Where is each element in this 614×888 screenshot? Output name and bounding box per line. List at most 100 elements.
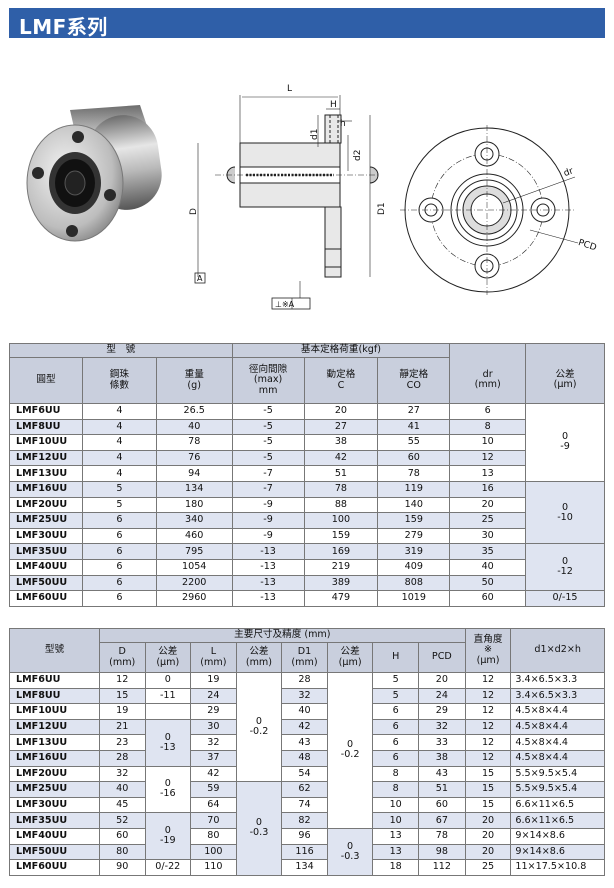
front-view-drawing [400, 125, 579, 295]
side-section-drawing [194, 95, 380, 310]
dimension-table: 型號 主要尺寸及精度 (mm) 直角度※(μm) d1×d2×h D(mm) 公… [9, 628, 605, 876]
series-title: LMF系列 [19, 15, 108, 39]
label-H: H [330, 100, 337, 110]
t1-balls: 鋼珠條數 [81, 357, 157, 404]
t2-tolD: 公差(μm) [144, 642, 192, 673]
t2-L: L(mm) [190, 642, 237, 673]
model-cell: LMF16UU [9, 480, 83, 498]
model-cell: LMF40UU [9, 558, 83, 576]
model-cell: LMF6UU [9, 403, 83, 420]
label-A: A [197, 274, 203, 283]
tolerance-cell: 0 [144, 672, 192, 689]
tolerance-cell: 0-10 [525, 480, 605, 545]
model-cell: LMF8UU [9, 418, 83, 436]
tolerance-cell: 0-19 [144, 812, 192, 861]
model-cell: LMF25UU [9, 512, 83, 529]
t1-model-group: 型 號 [9, 343, 233, 358]
t2-model: 型號 [9, 628, 100, 673]
model-cell: LMF50UU [9, 843, 100, 861]
tolerance-cell: 0-0.3 [235, 781, 283, 876]
label-L: L [287, 84, 292, 94]
label-D1: D1 [377, 202, 387, 215]
t2-d1d2h: d1×d2×h [510, 628, 605, 673]
model-cell: LMF40UU [9, 827, 100, 845]
model-cell: LMF30UU [9, 527, 83, 545]
t2-H: H [372, 642, 419, 673]
t1-dr: dr(mm) [449, 357, 527, 404]
t1-load-group: 基本定格荷重(kgf) [231, 343, 451, 358]
label-D: D [189, 208, 199, 215]
model-cell: LMF10UU [9, 703, 100, 720]
label-d2: d2 [353, 150, 363, 161]
model-cell: LMF6UU [9, 672, 100, 689]
model-cell: LMF35UU [9, 543, 83, 560]
model-cell: LMF20UU [9, 496, 83, 514]
model-cell: LMF16UU [9, 749, 100, 767]
label-h: h [340, 119, 346, 129]
tolerance-cell: 0-13 [144, 718, 192, 767]
tolerance-cell: 0-0.3 [326, 827, 374, 876]
tolerance-cell: 0-0.2 [235, 671, 283, 783]
model-cell: LMF60UU [9, 590, 83, 607]
t2-D: D(mm) [98, 642, 146, 673]
model-cell: LMF25UU [9, 781, 100, 798]
model-cell: LMF30UU [9, 796, 100, 814]
model-cell: LMF8UU [9, 687, 100, 705]
bearing-photo [26, 105, 162, 242]
tolerance-cell: 0-0.2 [326, 672, 374, 829]
model-cell: LMF50UU [9, 574, 83, 592]
tolerance-cell: 0-9 [525, 403, 605, 482]
model-cell: LMF12UU [9, 718, 100, 736]
label-PCD: PCD [577, 238, 598, 253]
tolerance-cell: 0-16 [144, 765, 192, 814]
t2-PCD: PCD [417, 642, 466, 673]
t1-weight: 重量(g) [155, 357, 233, 404]
label-perpendicularity: ⊥※A [275, 300, 295, 309]
t1-round: 圓型 [9, 357, 83, 404]
t2-D1: D1(mm) [281, 642, 328, 673]
tolerance-cell: -11 [144, 687, 192, 705]
label-dr: dr [563, 166, 576, 179]
t2-dims-group: 主要尺寸及精度 (mm) [98, 628, 466, 643]
model-cell: LMF20UU [9, 765, 100, 783]
series-banner: LMF系列 [9, 8, 605, 39]
model-cell: LMF10UU [9, 434, 83, 451]
label-d1: d1 [310, 129, 320, 140]
tolerance-cell: 0-12 [525, 543, 605, 592]
model-cell: LMF13UU [9, 734, 100, 751]
tolerance-cell: 0/-22 [144, 859, 192, 876]
model-cell: LMF12UU [9, 449, 83, 467]
t2-tolL: 公差(mm) [235, 642, 283, 673]
load-rating-table: 型 號 基本定格荷重(kgf) 圓型 鋼珠條數 重量(g) 徑向間隙(max)m… [9, 343, 605, 607]
model-cell: LMF60UU [9, 859, 100, 876]
model-cell: LMF35UU [9, 812, 100, 829]
tolerance-cell: 0/-15 [525, 590, 605, 607]
t2-right-angle: 直角度※(μm) [464, 628, 512, 673]
model-cell: LMF13UU [9, 465, 83, 482]
